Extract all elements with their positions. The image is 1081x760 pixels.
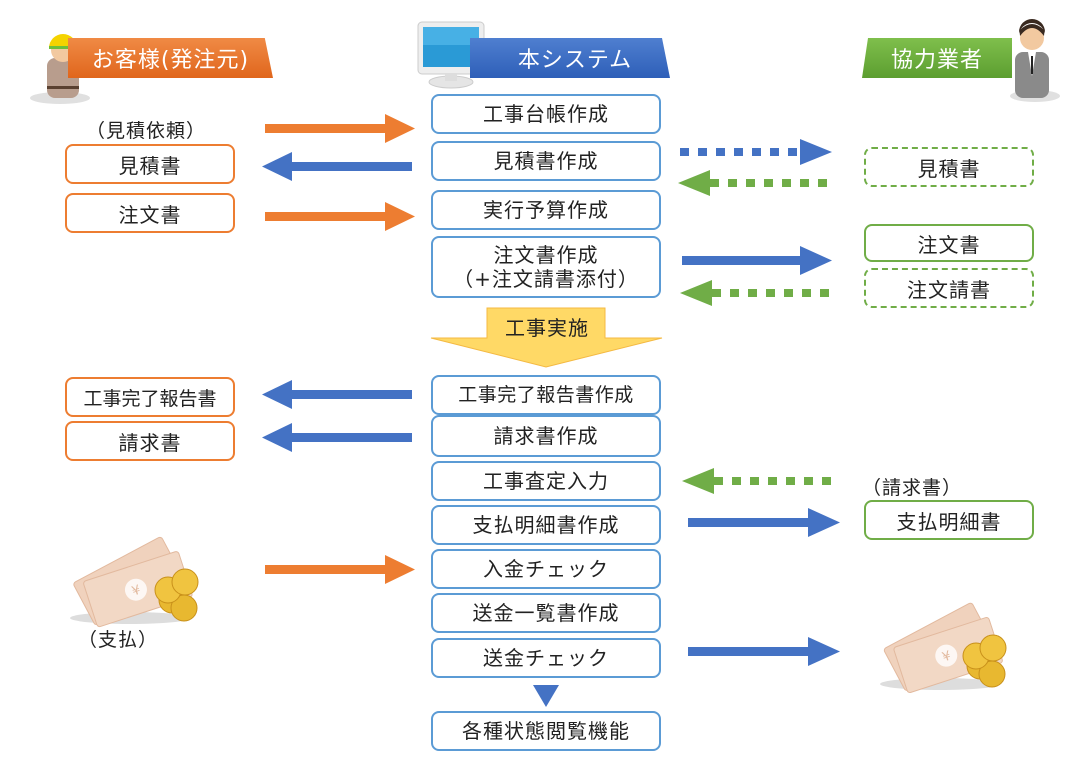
doc-label: 見積書 (917, 156, 981, 181)
step-remittance-check: 送金チェック (431, 638, 661, 678)
step-order-creation: 注文書作成 （+注文請書添付） (431, 236, 661, 298)
step-label: 請求書作成 (493, 424, 599, 448)
step-label: 工事査定入力 (483, 469, 609, 493)
step-label: 工事台帳作成 (483, 102, 609, 126)
construction-arrow (430, 307, 663, 368)
step-completion-report: 工事完了報告書作成 (431, 375, 661, 415)
estimate-request-label: （見積依頼） (86, 120, 207, 142)
construction-label: 工事実施 (505, 316, 589, 340)
partner-title: 協力業者 (890, 48, 983, 73)
step-status-viewer: 各種状態閲覧機能 (431, 711, 661, 751)
arrow-order-to-partner (682, 246, 832, 275)
step-label: 入金チェック (483, 557, 609, 581)
step-assessment-input: 工事査定入力 (431, 461, 661, 501)
arrow-order-from-customer (265, 202, 415, 231)
arrow-remittance-to-partner (688, 637, 840, 666)
customer-order-doc: 注文書 (65, 193, 235, 233)
arrow-estimate-from-partner (678, 170, 830, 196)
step-deposit-check: 入金チェック (431, 549, 661, 589)
customer-banner: お客様(発注元) (68, 38, 273, 78)
system-title: 本システム (517, 48, 633, 73)
arrow-invoice-to-customer (262, 423, 412, 452)
customer-title: お客様(発注元) (91, 48, 250, 73)
step-label: 支払明細書作成 (472, 513, 620, 537)
arrow-estimate-to-customer (262, 152, 412, 181)
arrow-order-acceptance-from-partner (680, 280, 832, 306)
step-label: 送金チェック (483, 646, 609, 670)
step-label: 見積書作成 (493, 149, 599, 173)
step-label: 各種状態閲覧機能 (462, 719, 630, 743)
arrow-estimate-request-to-partner (680, 139, 832, 165)
step-label: 実行予算作成 (483, 198, 609, 222)
doc-label: 見積書 (118, 153, 182, 178)
computer-monitor-icon (417, 21, 485, 89)
arrow-estimate-request (265, 114, 415, 143)
arrow-payment-from-customer (265, 555, 415, 584)
doc-label: 工事完了報告書 (83, 387, 217, 410)
doc-label: 注文請書 (907, 277, 991, 302)
step-label: 工事完了報告書作成 (458, 384, 634, 406)
step-label: 送金一覧書作成 (472, 601, 620, 625)
partner-order-doc: 注文書 (864, 224, 1034, 262)
partner-estimate-doc: 見積書 (864, 147, 1034, 187)
customer-invoice-doc: 請求書 (65, 421, 235, 461)
yen-money-icon: ¥ (70, 536, 199, 628)
doc-label: 支払明細書 (896, 509, 1002, 534)
arrow-payment-statement-to-partner (688, 508, 840, 537)
system-banner: 本システム (470, 38, 670, 78)
customer-completion-report-doc: 工事完了報告書 (65, 377, 235, 417)
down-arrow-icon (533, 685, 559, 707)
businessman-icon (1010, 19, 1060, 102)
step-label: 注文書作成 (493, 243, 599, 267)
arrow-invoice-from-partner (682, 468, 834, 494)
step-budget-creation: 実行予算作成 (431, 190, 661, 230)
partner-payment-statement-doc: 支払明細書 (864, 500, 1034, 540)
doc-label: 注文書 (118, 202, 182, 227)
partner-banner: 協力業者 (862, 38, 1012, 78)
partner-order-acceptance-doc: 注文請書 (864, 268, 1034, 308)
arrow-completion-report-to-customer (262, 380, 412, 409)
step-estimate-creation: 見積書作成 (431, 141, 661, 181)
yen-money-icon: ¥ (880, 602, 1007, 694)
step-ledger-creation: 工事台帳作成 (431, 94, 661, 134)
step-payment-statement: 支払明細書作成 (431, 505, 661, 545)
customer-estimate-doc: 見積書 (65, 144, 235, 184)
partner-invoice-label: （請求書） (862, 477, 963, 499)
payment-label: （支払） (78, 629, 159, 651)
step-invoice-creation: 請求書作成 (431, 415, 661, 457)
doc-label: 注文書 (917, 232, 981, 257)
doc-label: 請求書 (118, 430, 182, 455)
step-remittance-list: 送金一覧書作成 (431, 593, 661, 633)
step-sublabel: （+注文請書添付） (453, 267, 639, 291)
